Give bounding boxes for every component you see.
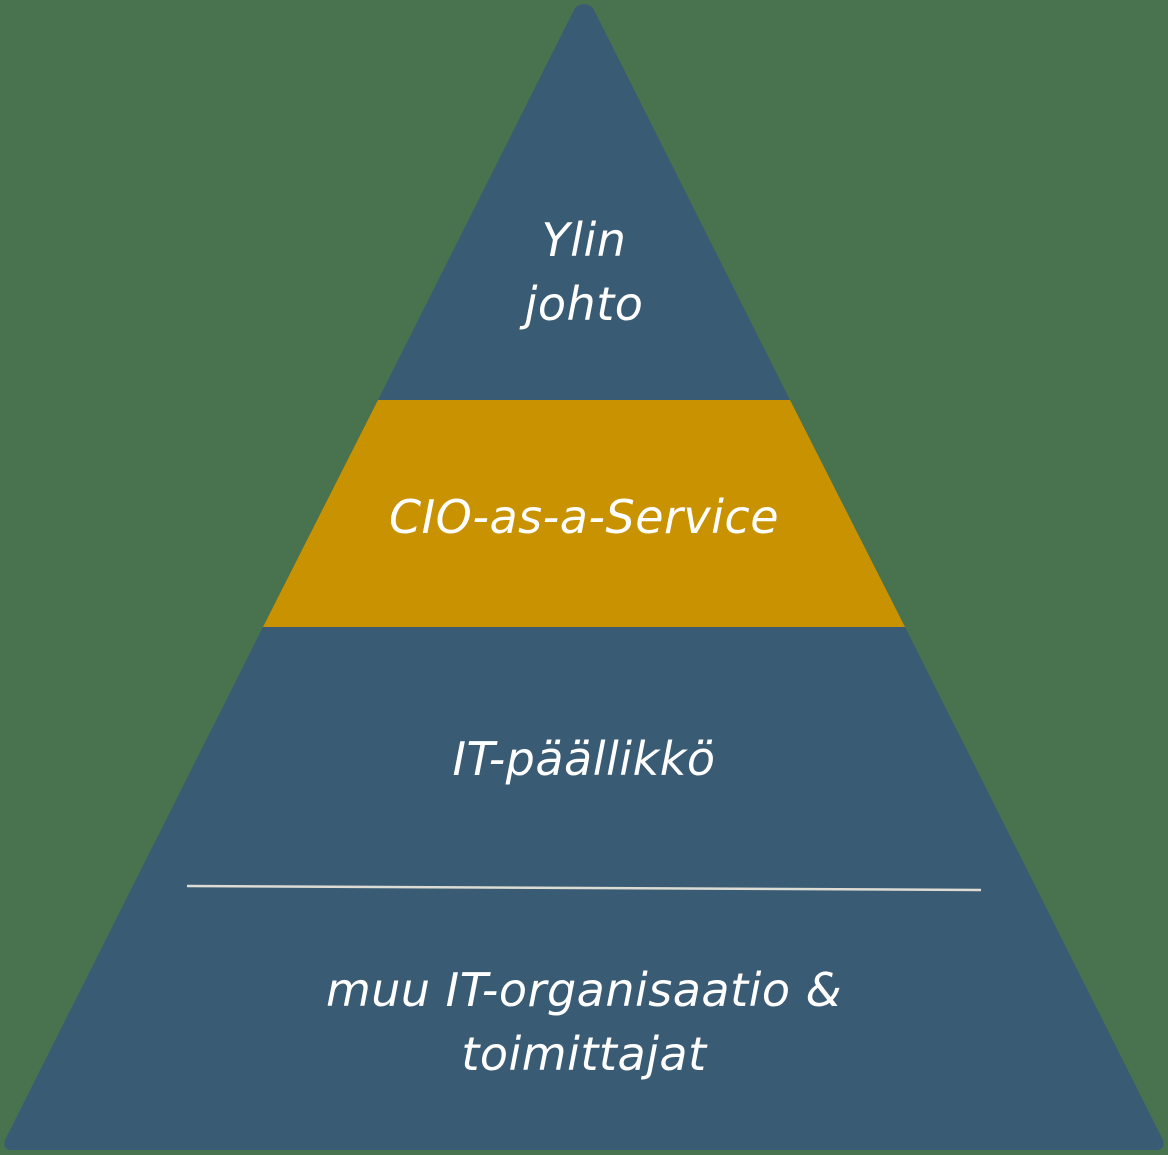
tier-label-line: toimittajat [461, 1027, 707, 1081]
pyramid-tier-cio-highlight [263, 400, 905, 627]
pyramid-tier-top [378, 4, 790, 400]
tier-label-line: IT-päällikkö [452, 732, 716, 786]
tier-label-line: johto [524, 277, 644, 331]
tier-label-line: Ylin [541, 213, 627, 267]
tier-divider [186, 884, 982, 892]
tier-label-cio-as-a-service: CIO-as-a-Service [0, 485, 1168, 549]
tier-label-line: CIO-as-a-Service [388, 490, 780, 544]
tier-label-line: muu IT-organisaatio & [325, 963, 843, 1017]
tier-label-it-manager: IT-päällikkö [0, 727, 1168, 791]
tier-label-it-organisation: muu IT-organisaatio & toimittajat [0, 958, 1168, 1086]
tier-label-top-management: Ylin johto [0, 208, 1168, 336]
